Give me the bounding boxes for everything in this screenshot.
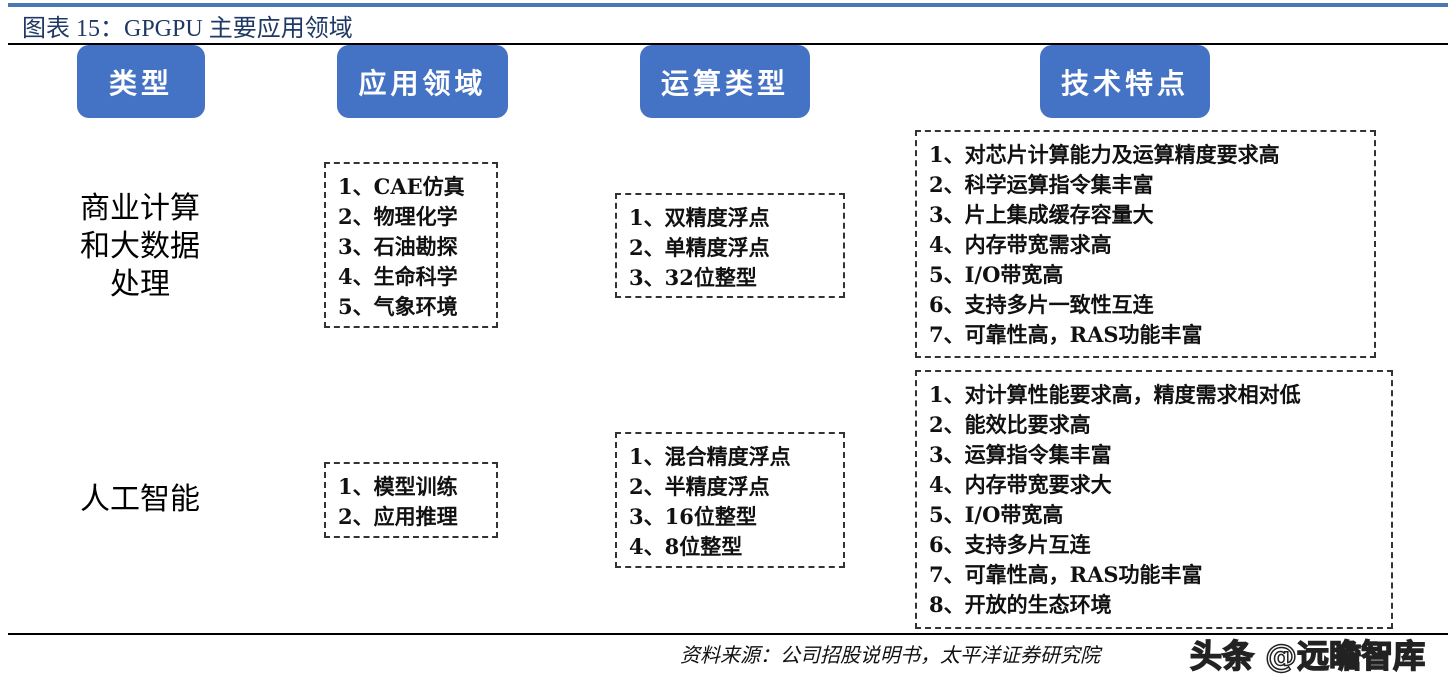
header-features: 技术特点 bbox=[1040, 45, 1210, 118]
list-item: 3、运算指令集丰富 bbox=[929, 442, 1112, 467]
list-item: 1、对计算性能要求高，精度需求相对低 bbox=[929, 382, 1301, 407]
list-item: 8、开放的生态环境 bbox=[929, 592, 1112, 617]
header-type: 类型 bbox=[77, 45, 205, 118]
list-item: 1、模型训练 bbox=[338, 474, 458, 499]
header-operation: 运算类型 bbox=[640, 45, 810, 118]
list-item: 4、内存带宽需求高 bbox=[929, 232, 1112, 257]
list-item: 1、混合精度浮点 bbox=[629, 444, 791, 469]
row-label-commercial: 商业计算 和大数据 处理 bbox=[55, 190, 225, 304]
label-line: 和大数据 bbox=[80, 229, 200, 264]
list-item: 1、CAE仿真 bbox=[338, 174, 465, 199]
list-item: 2、物理化学 bbox=[338, 204, 458, 229]
list-item: 2、单精度浮点 bbox=[629, 235, 770, 260]
list-item: 4、8位整型 bbox=[629, 534, 743, 559]
list-item: 6、支持多片互连 bbox=[929, 532, 1091, 557]
label-line: 处理 bbox=[110, 267, 170, 302]
operations-box-ai: 1、混合精度浮点 2、半精度浮点 3、16位整型 4、8位整型 bbox=[615, 432, 845, 568]
list-item: 4、生命科学 bbox=[338, 264, 458, 289]
list-item: 2、能效比要求高 bbox=[929, 412, 1091, 437]
list-item: 7、可靠性高，RAS功能丰富 bbox=[929, 322, 1203, 347]
list-item: 2、科学运算指令集丰富 bbox=[929, 172, 1154, 197]
bottom-divider bbox=[8, 633, 1448, 635]
label-line: 商业计算 bbox=[80, 191, 200, 226]
watermark: 头条 @远瞻智库 bbox=[1189, 637, 1426, 675]
applications-box-commercial: 1、CAE仿真 2、物理化学 3、石油勘探 4、生命科学 5、气象环境 bbox=[324, 162, 498, 328]
operations-box-commercial: 1、双精度浮点 2、单精度浮点 3、32位整型 bbox=[615, 193, 845, 298]
list-item: 3、石油勘探 bbox=[338, 234, 458, 259]
applications-box-ai: 1、模型训练 2、应用推理 bbox=[324, 462, 498, 538]
list-item: 7、可靠性高，RAS功能丰富 bbox=[929, 562, 1203, 587]
list-item: 2、应用推理 bbox=[338, 504, 458, 529]
label-line: 人工智能 bbox=[80, 482, 200, 517]
source-note: 资料来源：公司招股说明书，太平洋证券研究院 bbox=[680, 643, 1100, 667]
header-application: 应用领域 bbox=[337, 45, 508, 118]
list-item: 6、支持多片一致性互连 bbox=[929, 292, 1154, 317]
features-box-ai: 1、对计算性能要求高，精度需求相对低 2、能效比要求高 3、运算指令集丰富 4、… bbox=[915, 370, 1393, 629]
list-item: 1、对芯片计算能力及运算精度要求高 bbox=[929, 142, 1280, 167]
list-item: 3、16位整型 bbox=[629, 504, 757, 529]
figure-title: 图表 15：GPGPU 主要应用领域 bbox=[22, 16, 353, 42]
top-accent-line bbox=[8, 3, 1448, 7]
list-item: 5、气象环境 bbox=[338, 294, 458, 319]
list-item: 1、双精度浮点 bbox=[629, 205, 770, 230]
list-item: 3、片上集成缓存容量大 bbox=[929, 202, 1154, 227]
list-item: 3、32位整型 bbox=[629, 265, 757, 290]
row-label-ai: 人工智能 bbox=[55, 481, 225, 519]
list-item: 2、半精度浮点 bbox=[629, 474, 770, 499]
list-item: 5、I/O带宽高 bbox=[929, 262, 1064, 287]
list-item: 4、内存带宽要求大 bbox=[929, 472, 1112, 497]
list-item: 5、I/O带宽高 bbox=[929, 502, 1064, 527]
features-box-commercial: 1、对芯片计算能力及运算精度要求高 2、科学运算指令集丰富 3、片上集成缓存容量… bbox=[915, 130, 1376, 358]
title-divider bbox=[8, 43, 1448, 45]
